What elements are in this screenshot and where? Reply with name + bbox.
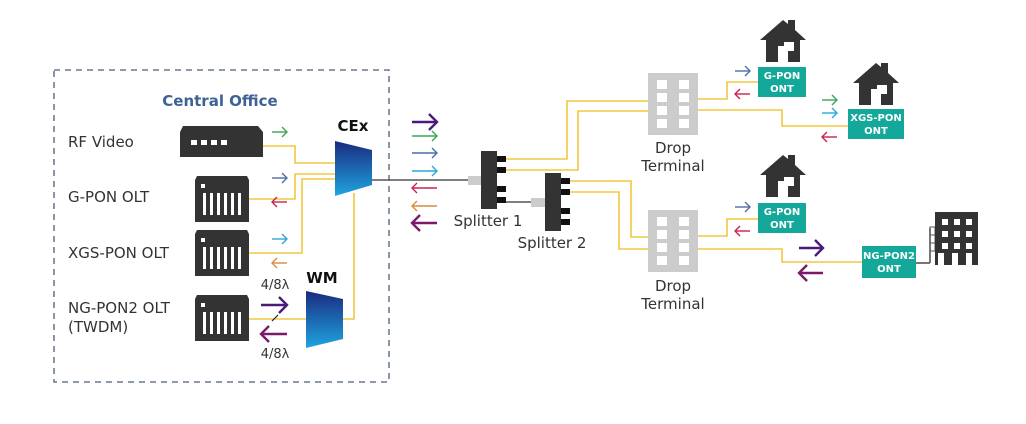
xgs-pon-olt-device <box>195 230 249 276</box>
gpon-olt-device <box>195 176 249 222</box>
ngpon2-olt-device <box>195 295 249 341</box>
drop-terminal-2-label-line1: Drop <box>655 277 691 295</box>
splitter-2-label: Splitter 2 <box>518 234 587 252</box>
ont-line2: ONT <box>770 84 794 95</box>
splitter-1 <box>481 151 506 209</box>
ont-line1: NG-PON2 <box>863 251 915 262</box>
ont-line2: ONT <box>864 126 888 137</box>
house-icon <box>760 20 806 62</box>
ngpon2-olt-sublabel: (TWDM) <box>68 318 128 336</box>
ont-line1: G-PON <box>764 71 801 82</box>
drop-terminal-1-label-line2: Terminal <box>640 157 704 175</box>
subscriber-arrows <box>734 65 838 282</box>
wm-label: WM <box>306 269 337 287</box>
co-arrows <box>259 126 289 343</box>
house-icon <box>760 155 806 197</box>
xgs-up-arrow <box>271 257 287 269</box>
gpon-up-arrow <box>271 196 287 208</box>
house-icon <box>853 63 899 105</box>
drop-terminal-1 <box>648 73 698 135</box>
gpon-down-arrow <box>272 172 288 184</box>
gpon-olt-label: G-PON OLT <box>68 188 150 206</box>
ngpon2-up-arrow <box>259 325 287 343</box>
ont-line1: XGS-PON <box>850 113 901 124</box>
ont-line2: ONT <box>877 264 901 275</box>
ngpon2-ont: NG-PON2 ONT <box>862 246 916 278</box>
splitter-1-label: Splitter 1 <box>454 212 523 230</box>
ont-line1: G-PON <box>764 207 801 218</box>
gpon-ont-2: G-PON ONT <box>758 203 806 233</box>
wavelength-label-top: 4/8λ <box>261 278 290 293</box>
wm-wavelength-mux <box>306 291 343 348</box>
building-icon <box>916 212 978 265</box>
central-office-boundary <box>53 69 390 383</box>
ngpon2-down-arrow <box>261 296 289 314</box>
wavelength-slash <box>271 314 279 322</box>
ont-line2: ONT <box>770 220 794 231</box>
cex-label: CEx <box>338 117 369 135</box>
drop-terminal-2 <box>648 210 698 272</box>
ngpon2-olt-label: NG-PON2 OLT <box>68 299 171 317</box>
drop-terminal-1-label-line1: Drop <box>655 139 691 157</box>
cex-coexistence-element <box>335 141 372 196</box>
rf-video-device <box>180 126 263 157</box>
wavelength-label-bottom: 4/8λ <box>261 347 290 362</box>
trunk-arrows <box>410 113 439 232</box>
rf-video-down-arrow <box>272 126 288 138</box>
xgs-pon-ont: XGS-PON ONT <box>848 109 904 139</box>
splitter-2 <box>545 173 570 231</box>
gpon-ont-1: G-PON ONT <box>758 67 806 97</box>
rf-video-label: RF Video <box>68 133 134 151</box>
drop-terminal-2-label-line2: Terminal <box>640 295 704 313</box>
xgs-down-arrow <box>272 233 288 245</box>
central-office-title: Central Office <box>162 92 277 110</box>
xgs-pon-olt-label: XGS-PON OLT <box>68 244 170 262</box>
